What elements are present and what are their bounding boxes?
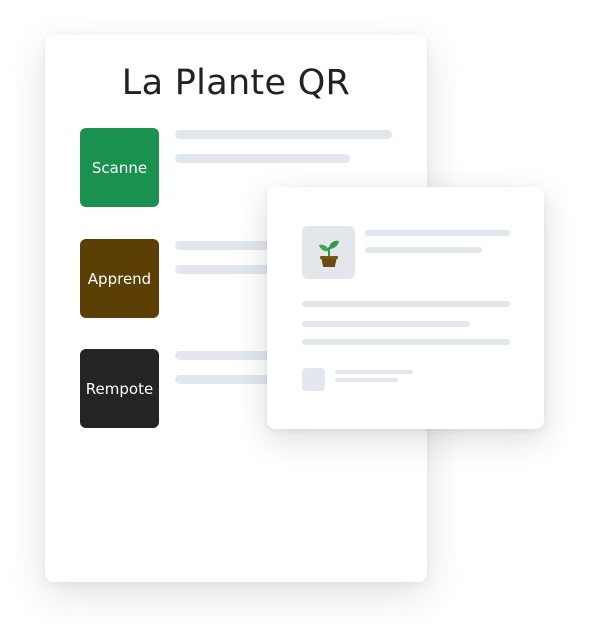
placeholder-line xyxy=(175,351,315,360)
apprend-button[interactable]: Apprend xyxy=(80,239,159,318)
placeholder-line xyxy=(302,321,470,327)
checkbox[interactable] xyxy=(302,368,325,391)
placeholder-line xyxy=(175,130,392,139)
rempote-button-label: Rempote xyxy=(85,379,154,398)
action-row-apprend: Apprend xyxy=(80,239,410,318)
placeholder-line xyxy=(365,247,482,253)
placeholder-line xyxy=(175,241,315,250)
action-row-rempote: Rempote xyxy=(80,349,410,428)
plant-detail-card xyxy=(267,187,544,429)
placeholder-line xyxy=(302,339,510,345)
placeholder-line xyxy=(175,154,350,163)
placeholder-line xyxy=(302,301,510,307)
placeholder-line xyxy=(175,265,315,274)
placeholder-line xyxy=(335,370,413,374)
potted-plant-icon xyxy=(318,240,339,267)
plant-thumbnail xyxy=(302,226,355,279)
scanne-button-label: Scanne xyxy=(91,158,148,177)
page-title: La Plante QR xyxy=(121,63,351,103)
placeholder-line xyxy=(365,230,510,236)
scanne-button[interactable]: Scanne xyxy=(80,128,159,207)
placeholder-line xyxy=(335,378,398,382)
placeholder-line xyxy=(175,375,315,384)
apprend-button-label: Apprend xyxy=(87,269,152,288)
rempote-button[interactable]: Rempote xyxy=(80,349,159,428)
action-row-scanne: Scanne xyxy=(80,128,410,207)
